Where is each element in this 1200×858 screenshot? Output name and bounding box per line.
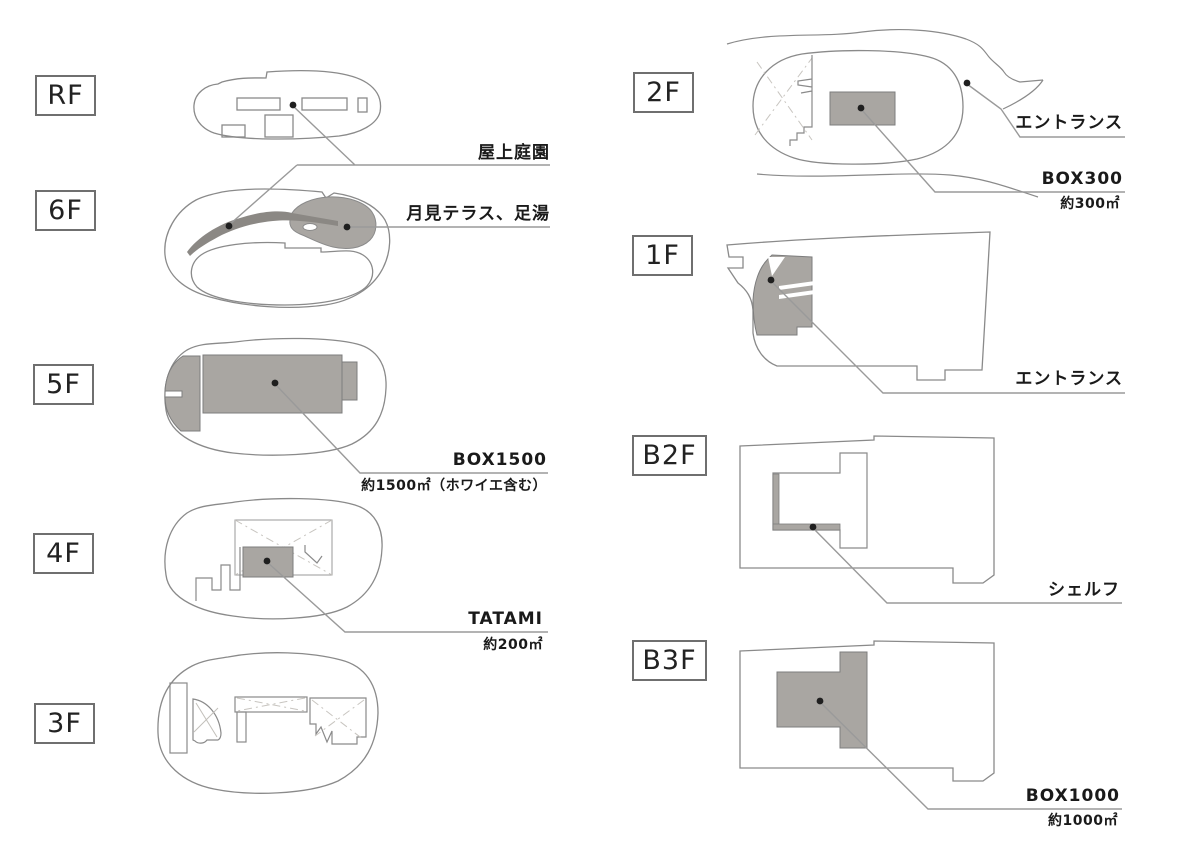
floor-plan-6f (164, 188, 391, 308)
2f-void-cross-lines (754, 57, 813, 141)
rf-room (357, 97, 368, 113)
callout-dots (225, 79, 971, 705)
dot-shelf (809, 523, 817, 531)
floor-tag-b3f: B3F (632, 640, 707, 681)
floor-plan-rf (193, 70, 382, 140)
2f-outline (752, 49, 964, 165)
3f-core-leg (236, 711, 247, 743)
label-box1000: BOX1000 (1025, 786, 1120, 806)
leader-entrance-2f (966, 83, 1125, 138)
1f-ramp-slit (779, 281, 815, 290)
floor-tag-6f: 6F (35, 190, 96, 231)
2f-site-line-top (726, 29, 1044, 83)
5f-box1500-stage (341, 361, 358, 401)
floor-plan-2f (726, 29, 1044, 198)
rf-outline (193, 70, 382, 140)
callout-leader-lines (228, 83, 1125, 810)
1f-outline (726, 231, 991, 381)
floor-tag-4f: 4F (33, 533, 94, 574)
label-box300-area: 約300㎡ (1060, 196, 1120, 212)
dot-box1500 (271, 379, 279, 387)
floor-tag-b2f: B2F (632, 435, 707, 476)
6f-footbath (302, 223, 318, 231)
rf-room (221, 124, 246, 138)
label-tsukimi-terrace: 月見テラス、足湯 (406, 204, 550, 224)
b2f-shelf-vertical (772, 473, 780, 531)
floor-plan-b2f (739, 435, 995, 584)
5f-outline (164, 337, 387, 456)
dot-roof-garden-6f (225, 222, 233, 230)
floor-tag-1f: 1F (632, 235, 693, 276)
dot-box300 (857, 104, 865, 112)
dot-roof-garden-rf (289, 101, 297, 109)
6f-roof-garden-band (187, 211, 338, 256)
4f-wall-detail (304, 545, 323, 564)
5f-foyer-area (164, 355, 201, 432)
label-tatami: TATAMI (468, 609, 543, 629)
dot-tatami (263, 557, 271, 565)
3f-quarter-room (192, 698, 222, 744)
floor-tag-5f: 5F (33, 364, 94, 405)
label-entrance-1f: エントランス (1015, 369, 1123, 389)
floor-tag-2f: 2F (633, 72, 694, 113)
floor-plan-b3f (739, 640, 995, 782)
floor-plan-3f (157, 652, 379, 794)
3f-right-room (309, 697, 367, 745)
leader-box300 (860, 108, 1125, 193)
floor-tag-rf: RF (35, 75, 96, 116)
label-box1000-area: 約1000㎡ (1048, 813, 1118, 829)
dot-entrance-2f (963, 79, 971, 87)
dot-entrance-1f (767, 276, 775, 284)
b2f-room-outline (772, 452, 868, 549)
leader-shelf (812, 527, 1122, 604)
rf-room (236, 97, 281, 111)
b2f-outline (739, 435, 995, 584)
6f-outline (164, 188, 391, 308)
3f-wall-left (169, 682, 188, 754)
6f-inner-room (190, 241, 374, 306)
b2f-shelf-horizontal (772, 523, 841, 531)
1f-entrance-wedge (768, 257, 785, 276)
3f-quarter-cross-lines (193, 702, 219, 738)
label-roof-garden: 屋上庭園 (478, 143, 550, 163)
floor-plan-1f (726, 231, 991, 381)
leader-box1500 (274, 383, 548, 474)
floor-plan-5f (164, 337, 387, 456)
label-box300: BOX300 (1041, 169, 1123, 189)
leader-tatami (266, 561, 548, 633)
rf-room (264, 114, 294, 138)
label-box1500: BOX1500 (452, 450, 547, 470)
label-shelf: シェルフ (1048, 580, 1120, 600)
2f-wall-detail (789, 55, 813, 146)
floor-tag-3f: 3F (34, 703, 95, 744)
3f-right-cross-lines (311, 699, 365, 741)
label-entrance-2f: エントランス (1015, 113, 1123, 133)
leader-box1000 (819, 701, 1122, 810)
2f-site-line-bottom (756, 173, 1039, 198)
1f-ramp-slit (779, 290, 815, 299)
2f-site-line-right (1002, 79, 1044, 110)
label-tatami-area: 約200㎡ (483, 637, 543, 653)
rf-room (301, 97, 348, 111)
dot-tsukimi (343, 223, 351, 231)
leader-roof-garden (228, 105, 550, 226)
leader-entrance-1f (770, 280, 1125, 394)
label-box1500-area: 約1500㎡（ホワイエ含む） (361, 478, 547, 494)
4f-outline (164, 497, 383, 620)
dot-box1000 (816, 697, 824, 705)
b3f-outline (739, 640, 995, 782)
4f-stair-detail (195, 547, 241, 601)
3f-core-cross-lines (236, 697, 306, 712)
3f-outline (157, 652, 379, 794)
floor-plan-4f (164, 497, 383, 620)
3f-core-bar (234, 696, 308, 713)
